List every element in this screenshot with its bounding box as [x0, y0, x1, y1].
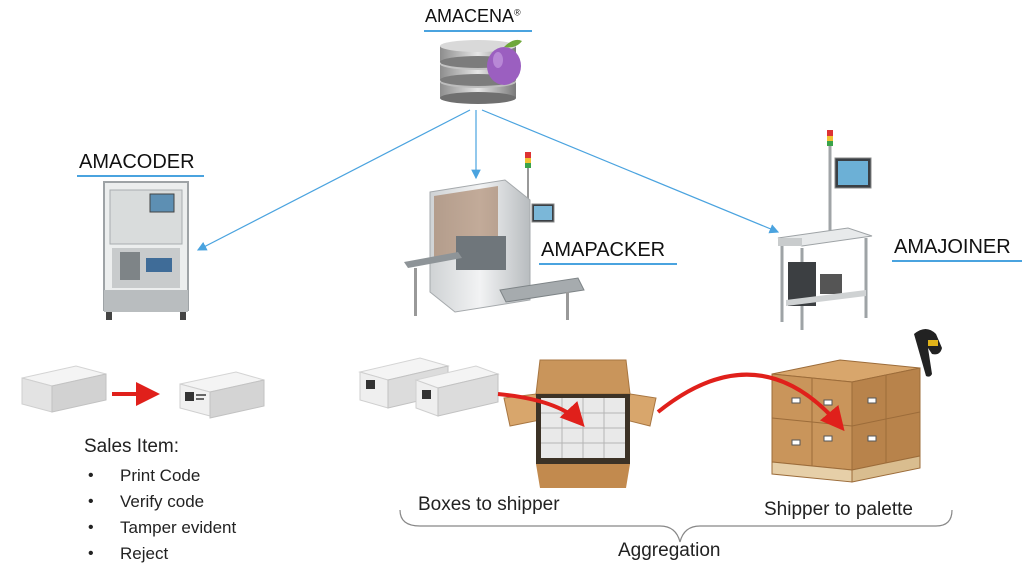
- boxes-to-shipper-label: Boxes to shipper: [418, 494, 560, 515]
- list-item: Reject: [84, 541, 236, 567]
- amacoder-underline: [77, 175, 204, 177]
- server-links: [196, 109, 780, 251]
- sales-item-list: Print Code Verify code Tamper evident Re…: [84, 463, 236, 567]
- amacoder-machine: [103, 181, 189, 320]
- amajoiner-machine: [777, 130, 873, 330]
- amacoder-title: AMACODER: [79, 151, 195, 173]
- amapacker-machine: [404, 152, 585, 320]
- link-to-joiner: [481, 109, 780, 234]
- carton-to-pallet-arrow: [656, 372, 845, 432]
- shipper-to-palette-label: Shipper to palette: [764, 499, 913, 520]
- server-title: AMACENA®: [425, 6, 521, 27]
- list-item: Print Code: [84, 463, 236, 489]
- aggregation-brace: [399, 509, 953, 543]
- coded-box-icon: [179, 371, 265, 419]
- aggregation-label: Aggregation: [618, 540, 721, 561]
- scanner-icon: [914, 329, 942, 377]
- server-name: AMACENA: [425, 6, 515, 26]
- amapacker-underline: [539, 263, 677, 265]
- list-item: Verify code: [84, 489, 236, 515]
- link-to-coder: [196, 109, 471, 251]
- server-underline: [424, 30, 532, 32]
- pallet-icon: [771, 359, 921, 483]
- registered-mark: ®: [514, 7, 521, 18]
- blank-box-icon: [21, 365, 107, 413]
- amapacker-title: AMAPACKER: [541, 239, 666, 261]
- open-carton-icon: [503, 359, 657, 488]
- list-item: Tamper evident: [84, 515, 236, 541]
- boxes-to-carton-arrow: [497, 392, 585, 427]
- amajoiner-title: AMAJOINER: [894, 236, 1011, 258]
- sales-item-heading: Sales Item:: [84, 436, 180, 457]
- plum-icon: [487, 39, 522, 85]
- amajoiner-underline: [892, 260, 1022, 262]
- coded-boxes-pair: [358, 357, 500, 417]
